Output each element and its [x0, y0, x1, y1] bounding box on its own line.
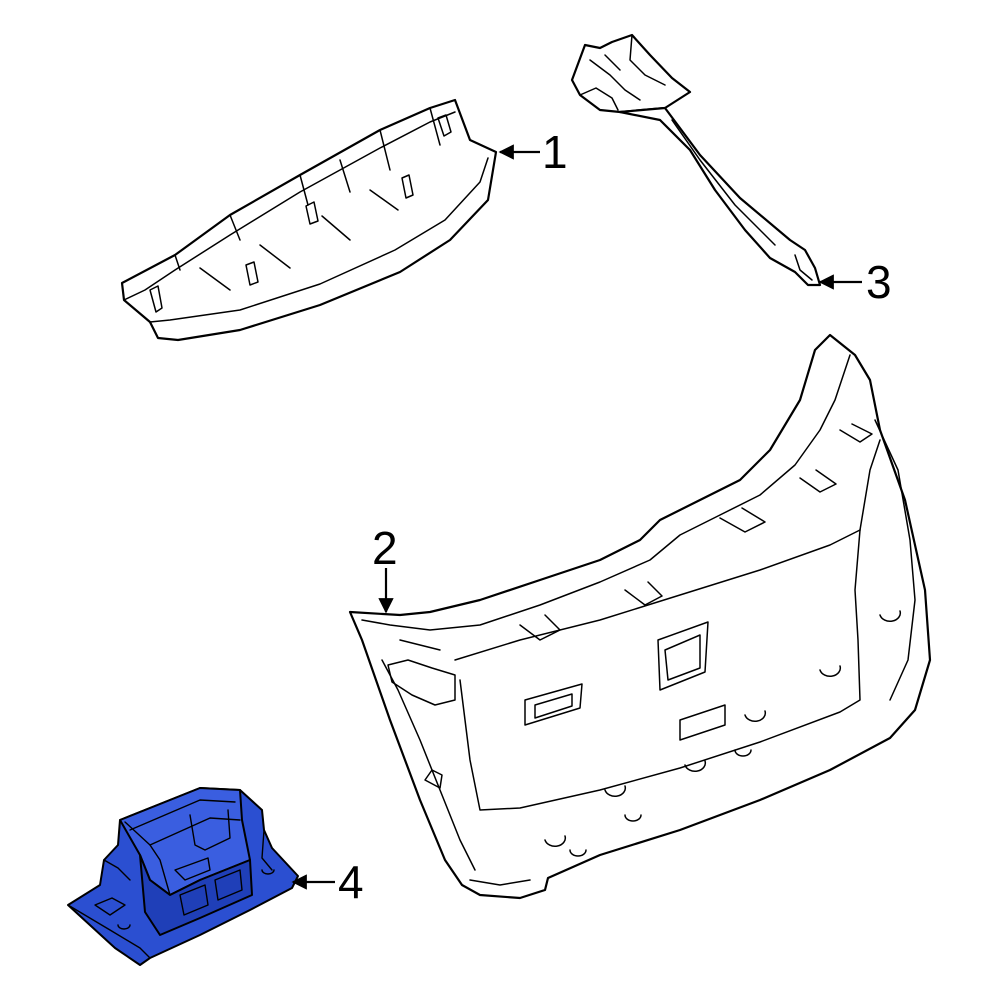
callout-4: 4: [291, 856, 364, 908]
callout-1-number: 1: [542, 126, 568, 178]
callout-3: 3: [818, 256, 892, 308]
highlighted-bracket: [67, 787, 299, 966]
upper-trim-panel: [120, 98, 498, 342]
callout-2: 2: [372, 522, 398, 614]
callout-3-number: 3: [866, 256, 892, 308]
side-pillar-trim: [570, 33, 822, 287]
callout-2-number: 2: [372, 522, 398, 574]
callout-1: 1: [498, 126, 568, 178]
liftgate-trim-panel: [348, 333, 932, 900]
callout-4-number: 4: [338, 856, 364, 908]
